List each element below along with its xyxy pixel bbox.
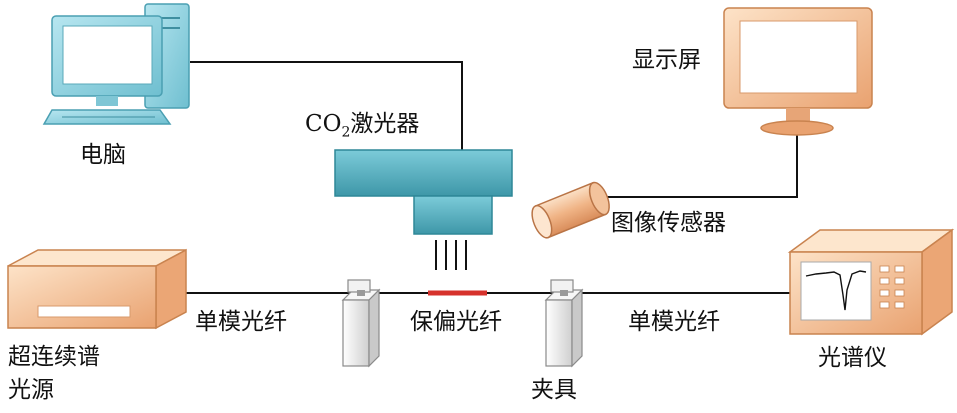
co2-laser-icon bbox=[334, 149, 513, 235]
monitor-label: 显示屏 bbox=[632, 47, 701, 73]
monitor-icon bbox=[723, 7, 873, 136]
spectrum-analyzer-icon bbox=[787, 228, 955, 336]
supercontinuum-label-line2: 光源 bbox=[8, 377, 54, 403]
fiber-clamp-icon bbox=[341, 279, 381, 368]
image-sensor-label: 图像传感器 bbox=[611, 210, 726, 236]
image-sensor-icon bbox=[531, 181, 610, 239]
laser-beam bbox=[435, 240, 467, 270]
laser-label-prefix: CO bbox=[305, 111, 342, 137]
spectrometer-label: 光谱仪 bbox=[818, 345, 887, 371]
laser-label-subscript: 2 bbox=[341, 124, 351, 141]
computer-label: 电脑 bbox=[80, 142, 126, 168]
computer-laser-wire bbox=[190, 61, 463, 150]
laser-label-suffix: 激光器 bbox=[350, 111, 420, 137]
sensor-monitor-wire bbox=[600, 132, 798, 198]
clamp-label: 夹具 bbox=[531, 377, 577, 403]
single-mode-fiber-label-left: 单模光纤 bbox=[195, 309, 287, 335]
light-source-icon bbox=[7, 248, 187, 330]
wires bbox=[190, 61, 798, 198]
computer-icon bbox=[42, 3, 190, 125]
single-mode-fiber-label-right: 单模光纤 bbox=[628, 309, 720, 335]
fiber-clamp-icon bbox=[544, 279, 584, 368]
pm-fiber-label: 保偏光纤 bbox=[410, 309, 502, 335]
supercontinuum-label-line1: 超连续谱 bbox=[8, 344, 100, 370]
laser-label: CO2激光器 bbox=[305, 111, 420, 141]
